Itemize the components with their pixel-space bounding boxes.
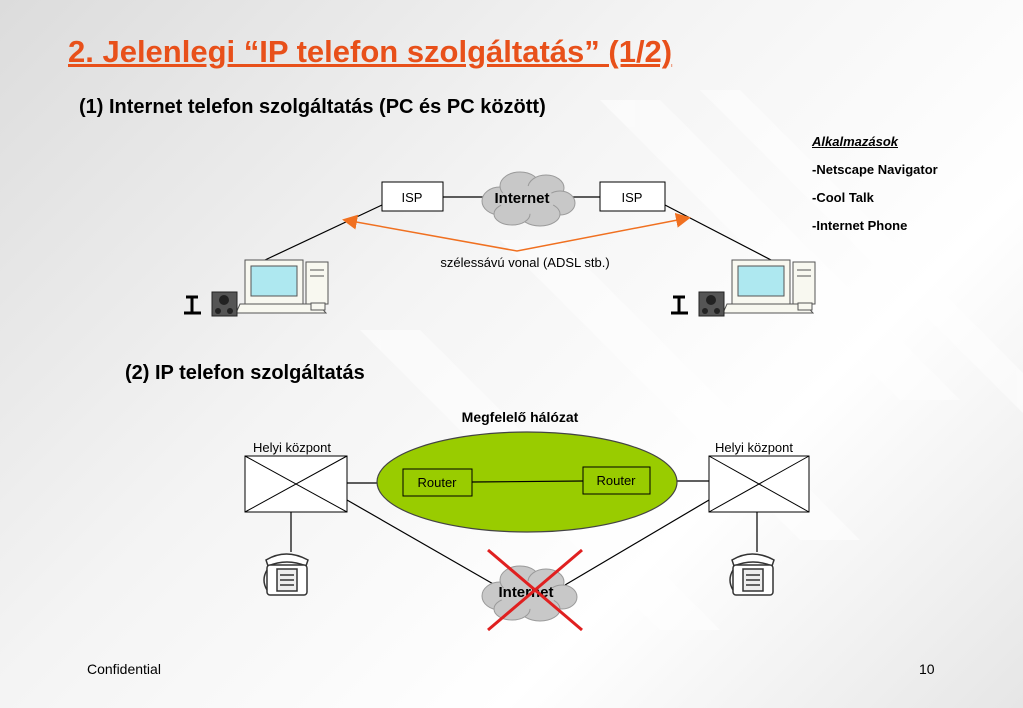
internet-cloud-icon bbox=[481, 171, 576, 227]
speaker-icon-left bbox=[211, 291, 238, 317]
application-item: -Cool Talk bbox=[812, 190, 874, 205]
exchange-switch-icon-left bbox=[244, 455, 348, 513]
router-label-left: Router bbox=[417, 475, 457, 490]
internet-cloud-label-crossed: Internet bbox=[498, 584, 553, 601]
slide-title: 2. Jelenlegi “IP telefon szolgáltatás” (… bbox=[68, 34, 673, 69]
internet-cloud-label: Internet bbox=[494, 190, 549, 207]
pc-computer-icon-left bbox=[235, 259, 329, 314]
applications-header: Alkalmazások bbox=[812, 134, 898, 149]
isp-label-left: ISP bbox=[402, 190, 423, 205]
footer-confidential: Confidential bbox=[87, 661, 161, 677]
exchange-label-right: Helyi központ bbox=[715, 440, 793, 455]
exchange-switch-icon-right bbox=[708, 455, 810, 513]
isp-box-right bbox=[599, 181, 666, 212]
network-label: Megfelelő hálózat bbox=[462, 409, 579, 425]
router-box-left bbox=[402, 468, 473, 497]
section1-heading: (1) Internet telefon szolgáltatás (PC és… bbox=[79, 96, 546, 118]
microphone-icon-left bbox=[184, 295, 201, 315]
router-label-right: Router bbox=[596, 473, 636, 488]
isp-box-left bbox=[381, 181, 444, 212]
broadband-arrow bbox=[342, 212, 691, 252]
speaker-icon-right bbox=[698, 291, 725, 317]
pc-computer-icon-right bbox=[722, 259, 816, 314]
link-line bbox=[564, 499, 710, 586]
microphone-icon-right bbox=[671, 295, 688, 315]
isp-label-right: ISP bbox=[622, 190, 643, 205]
router-link bbox=[471, 480, 584, 483]
router-box-right bbox=[582, 466, 651, 495]
page-number: 10 bbox=[919, 661, 935, 677]
telephone-icon-right bbox=[729, 553, 775, 596]
link-line bbox=[346, 499, 496, 586]
cross-icon bbox=[487, 548, 583, 632]
applications-list: Alkalmazások -Netscape Navigator -Cool T… bbox=[812, 128, 938, 240]
application-item: -Netscape Navigator bbox=[812, 162, 938, 177]
broadband-label: szélessávú vonal (ADSL stb.) bbox=[440, 255, 609, 270]
section2-heading: (2) IP telefon szolgáltatás bbox=[125, 362, 365, 384]
application-item: -Internet Phone bbox=[812, 218, 908, 233]
telephone-icon-left bbox=[263, 553, 309, 596]
exchange-label-left: Helyi központ bbox=[253, 440, 331, 455]
